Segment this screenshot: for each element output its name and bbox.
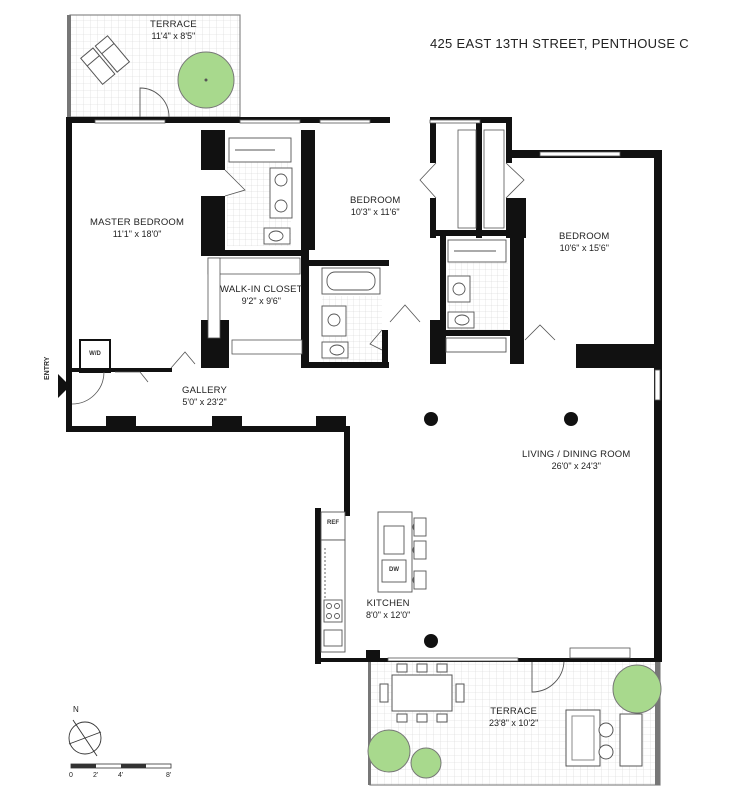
bath-3-fixtures bbox=[445, 239, 507, 353]
room-name: BEDROOM bbox=[350, 195, 401, 206]
room-label-top-terrace: TERRACE 11'4" x 8'5" bbox=[150, 19, 197, 41]
master-bath-fixtures bbox=[228, 137, 293, 245]
room-dims: 10'6" x 15'6" bbox=[559, 242, 609, 253]
room-label-bedroom-2: BEDROOM 10'3" x 11'6" bbox=[350, 195, 401, 217]
room-name: GALLERY bbox=[182, 385, 228, 396]
bottom-terrace bbox=[367, 659, 662, 786]
room-label-walk-in-closet: WALK-IN CLOSET 9'2" x 9'6" bbox=[220, 284, 303, 306]
room-label-master-bedroom: MASTER BEDROOM 11'1" x 18'0" bbox=[90, 217, 185, 239]
tree-icon bbox=[410, 747, 442, 779]
room-name: BEDROOM bbox=[559, 231, 610, 242]
tree-icon bbox=[612, 664, 662, 714]
compass-north-label: N bbox=[73, 705, 79, 714]
scale-label: 2' bbox=[93, 772, 99, 779]
room-name: TERRACE bbox=[490, 706, 538, 717]
bath-2-fixtures bbox=[321, 267, 381, 359]
room-name: MASTER BEDROOM bbox=[90, 217, 185, 228]
room-dims: 11'1" x 18'0" bbox=[112, 228, 162, 239]
kitchen-fixtures bbox=[320, 511, 427, 653]
room-dims: 11'4" x 8'5" bbox=[151, 30, 196, 41]
scale-label: 4' bbox=[118, 772, 124, 779]
walk-in-closet-shelves bbox=[207, 257, 303, 355]
room-name: KITCHEN bbox=[366, 598, 410, 609]
dishwasher-label: DW bbox=[389, 567, 399, 573]
terrace-lounge-set bbox=[565, 709, 643, 767]
page-title: 425 EAST 13TH STREET, PENTHOUSE C bbox=[430, 36, 689, 51]
closet-shelves bbox=[457, 129, 505, 229]
room-dims: 10'3" x 11'6" bbox=[350, 206, 400, 217]
room-name: TERRACE bbox=[150, 19, 197, 30]
room-label-kitchen: KITCHEN 8'0" x 12'0" bbox=[366, 598, 411, 620]
north-compass bbox=[68, 719, 102, 757]
room-name: LIVING / DINING ROOM bbox=[522, 449, 631, 460]
scale-label: 0 bbox=[69, 772, 73, 779]
terrace-dining-set bbox=[379, 663, 465, 723]
windows bbox=[94, 119, 661, 662]
refrigerator-label: REF bbox=[327, 520, 339, 526]
room-label-living-dining: LIVING / DINING ROOM 26'0" x 24'3" bbox=[522, 449, 631, 471]
room-label-bedroom-3: BEDROOM 10'6" x 15'6" bbox=[559, 231, 610, 253]
washer-dryer-label: W/D bbox=[89, 351, 101, 357]
tree-icon bbox=[367, 729, 411, 773]
room-name: WALK-IN CLOSET bbox=[220, 284, 303, 295]
entry-label: ENTRY bbox=[44, 356, 51, 380]
entry-arrow-icon bbox=[58, 374, 70, 398]
door-swings bbox=[71, 304, 556, 405]
lounge-chairs bbox=[80, 35, 131, 86]
scale-bar bbox=[70, 763, 172, 769]
top-terrace bbox=[67, 14, 241, 118]
room-dims: 23'8" x 10'2" bbox=[489, 717, 539, 728]
scale-label: 8' bbox=[166, 772, 172, 779]
room-dims: 5'0" x 23'2" bbox=[182, 396, 227, 407]
room-dims: 26'0" x 24'3" bbox=[551, 460, 601, 471]
room-label-gallery: GALLERY 5'0" x 23'2" bbox=[182, 385, 228, 407]
room-dims: 8'0" x 12'0" bbox=[366, 609, 411, 620]
room-label-bottom-terrace: TERRACE 23'8" x 10'2" bbox=[489, 706, 539, 728]
room-dims: 9'2" x 9'6" bbox=[241, 295, 282, 306]
